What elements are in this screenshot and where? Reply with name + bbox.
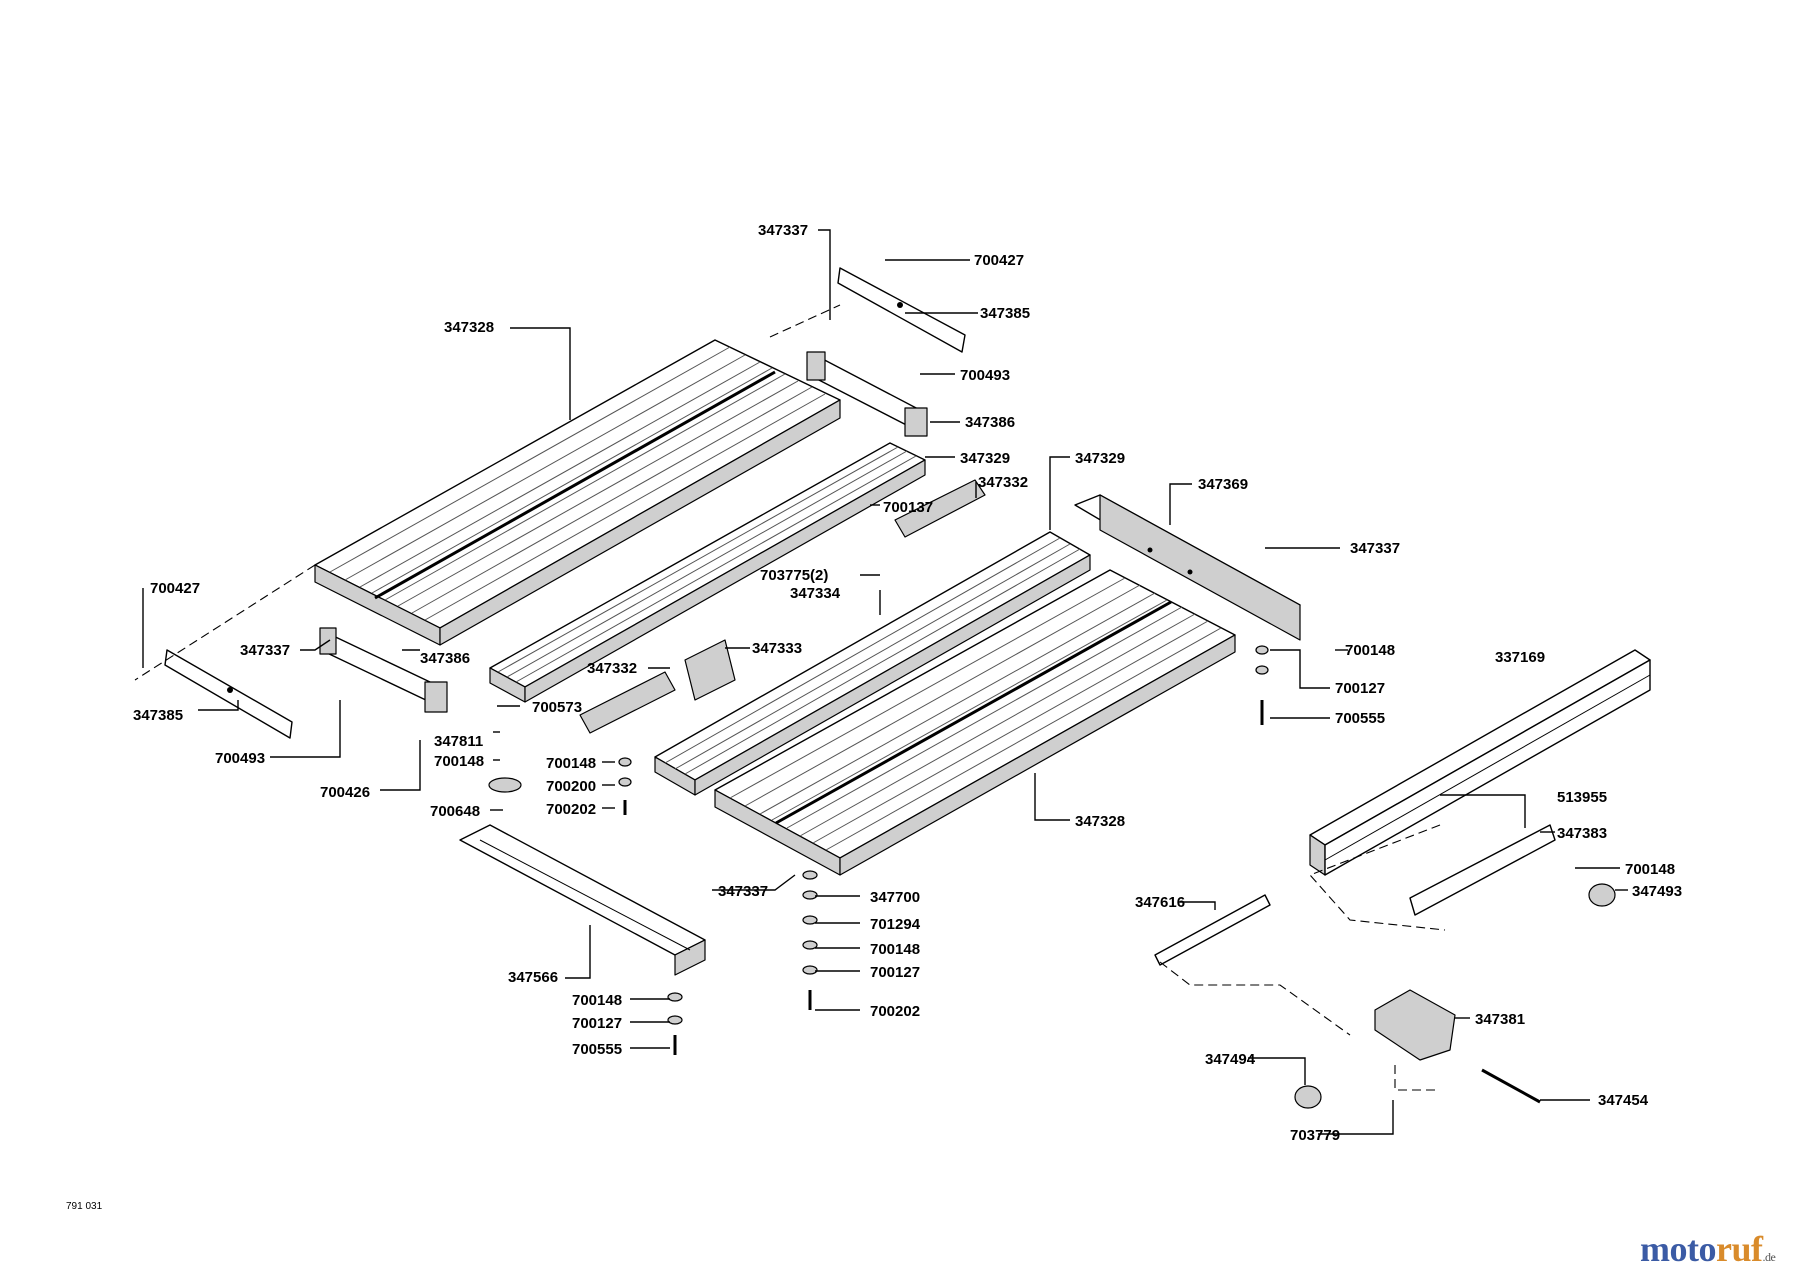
- label-347329-left: 347329: [960, 450, 1010, 467]
- label-347494: 347494: [1205, 1051, 1256, 1068]
- holder-347386-top: [806, 351, 928, 437]
- label-700555-bottom: 700555: [572, 1041, 622, 1058]
- assembly-dashed-lines: [134, 304, 1446, 1091]
- table-panel-347328-bottom: [714, 569, 1236, 876]
- label-347337-bottom: 347337: [718, 883, 768, 900]
- label-347566: 347566: [508, 969, 558, 986]
- fastener-stack-right: [1255, 645, 1269, 725]
- label-347381: 347381: [1475, 1011, 1525, 1028]
- label-700148-bottom: 700148: [572, 992, 622, 1009]
- label-347385-top: 347385: [980, 305, 1030, 322]
- label-347332-top: 347332: [978, 474, 1028, 491]
- label-700127-stack: 700127: [870, 964, 920, 981]
- table-panel-347328-top: [314, 339, 841, 646]
- bracket-347383: [1409, 824, 1556, 916]
- part-labels: 347337 700427 347385 347328 700493 34738…: [133, 222, 1682, 1144]
- rail-347369: [1074, 494, 1301, 641]
- label-347328-top: 347328: [444, 319, 494, 336]
- watermark-letters: motoruf: [1640, 1229, 1763, 1269]
- label-700127-right: 700127: [1335, 680, 1385, 697]
- label-337169: 337169: [1495, 649, 1545, 666]
- label-700200: 700200: [546, 778, 596, 795]
- table-panel-347329-right: [654, 531, 1091, 796]
- bar-347616: [1154, 894, 1271, 966]
- watermark-logo: motoruf.de: [1640, 1228, 1776, 1270]
- watermark-letter: f: [1751, 1229, 1763, 1269]
- label-701294: 701294: [870, 916, 921, 933]
- label-347383: 347383: [1557, 825, 1607, 842]
- slide-block-347381: [1374, 989, 1456, 1061]
- watermark-letter: t: [1687, 1229, 1699, 1269]
- label-700493-top: 700493: [960, 367, 1010, 384]
- label-347811: 347811: [434, 733, 483, 750]
- label-347337-right: 347337: [1350, 540, 1400, 557]
- end-bracket-347385-left: [164, 649, 293, 739]
- label-700137: 700137: [883, 499, 933, 516]
- fence-337169: [1309, 649, 1651, 876]
- label-347700: 347700: [870, 889, 920, 906]
- label-700202-stack: 700202: [870, 1003, 920, 1020]
- watermark-letter: r: [1716, 1229, 1732, 1269]
- label-700493-left: 700493: [215, 750, 265, 767]
- label-700555-right: 700555: [1335, 710, 1385, 727]
- drawing-number: 791 031: [66, 1201, 103, 1212]
- fastener-stack-left-rail: [667, 992, 683, 1055]
- label-700148-far: 700148: [1625, 861, 1675, 878]
- watermark-suffix: .de: [1762, 1250, 1776, 1264]
- rail-347566: [459, 824, 706, 976]
- table-panel-347329-left: [489, 442, 926, 703]
- pin-347454: [1481, 1068, 1541, 1104]
- label-700427-left: 700427: [150, 580, 200, 597]
- label-700148-stack: 700148: [870, 941, 920, 958]
- clamp-block-347333: [684, 639, 736, 701]
- clamp-block-347332-mid: [579, 671, 676, 734]
- label-703775: 703775(2): [760, 567, 828, 584]
- label-347334: 347334: [790, 585, 841, 602]
- label-700148-mid: 700148: [546, 755, 596, 772]
- clamp-block-347332-top: [894, 479, 986, 538]
- watermark-letter: u: [1731, 1229, 1752, 1269]
- label-347333: 347333: [752, 640, 802, 657]
- knob-347494: [1294, 1085, 1322, 1109]
- label-347386-top: 347386: [965, 414, 1015, 431]
- label-700573: 700573: [532, 699, 582, 716]
- fastener-stack-mid: [618, 757, 632, 815]
- label-703779: 703779: [1290, 1127, 1340, 1144]
- label-700427-top: 700427: [974, 252, 1024, 269]
- watermark-letter: o: [1669, 1229, 1688, 1269]
- knob-347493: [1588, 883, 1616, 907]
- end-bracket-347385-top: [837, 267, 966, 353]
- label-347369: 347369: [1198, 476, 1248, 493]
- label-347385-left: 347385: [133, 707, 183, 724]
- label-700148-right: 700148: [1345, 642, 1395, 659]
- label-347386-left: 347386: [420, 650, 470, 667]
- watermark-letter: o: [1698, 1229, 1717, 1269]
- label-700148-left: 700148: [434, 753, 484, 770]
- label-700426: 700426: [320, 784, 370, 801]
- label-347329-right: 347329: [1075, 450, 1125, 467]
- label-513955: 513955: [1557, 789, 1607, 806]
- label-347328-bottom: 347328: [1075, 813, 1125, 830]
- label-347454: 347454: [1598, 1092, 1649, 1109]
- fastener-stack-center: [802, 870, 818, 1010]
- leader-lines: [142, 229, 1628, 1135]
- label-347332-mid: 347332: [587, 660, 637, 677]
- label-700202-mid: 700202: [546, 801, 596, 818]
- label-347616: 347616: [1135, 894, 1185, 911]
- label-347493: 347493: [1632, 883, 1682, 900]
- label-700127-bottom: 700127: [572, 1015, 622, 1032]
- label-347337-top: 347337: [758, 222, 808, 239]
- watermark-letter: m: [1640, 1229, 1670, 1269]
- label-700648: 700648: [430, 803, 480, 820]
- wing-nut-700648: [488, 777, 522, 793]
- holder-347386-left: [319, 627, 448, 713]
- label-347337-left: 347337: [240, 642, 290, 659]
